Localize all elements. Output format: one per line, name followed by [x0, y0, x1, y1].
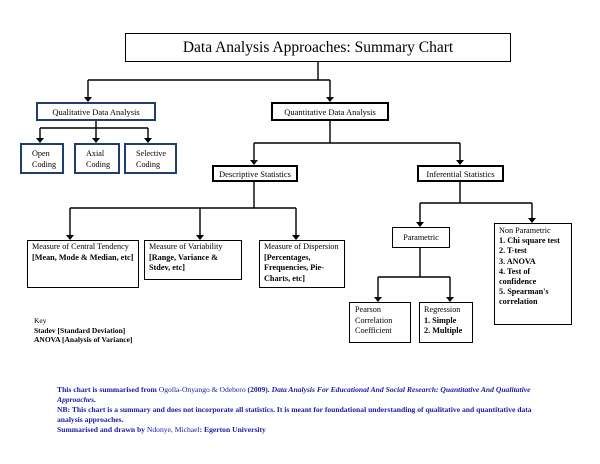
footer-note: This chart is summarised from Ogolla-Ony… — [57, 385, 537, 435]
inferential-box: Inferential Statistics — [417, 165, 504, 182]
footer-source-prefix: This chart is summarised from — [57, 385, 159, 394]
regression-item: 2. Multiple — [424, 326, 463, 335]
arrowhead — [326, 97, 334, 102]
connector-title-branches — [87, 62, 331, 97]
axial-coding-box: Axial Coding — [74, 143, 120, 174]
pearson-label: Pearson Correlation Coefficient — [355, 305, 393, 335]
key-item: ANOVA [Analysis of Variance] — [34, 335, 133, 344]
arrowhead — [92, 138, 100, 143]
qualitative-box: Qualitative Data Analysis — [36, 102, 156, 121]
dispersion-box: Measure of Dispersion [Percentages, Freq… — [259, 240, 345, 288]
arrowhead — [250, 160, 258, 165]
central-tendency-box: Measure of Central Tendency [Mean, Mode … — [27, 240, 139, 288]
arrowhead — [84, 97, 92, 102]
footer-source-authors: Ogolla-Onyango & Odebero — [158, 385, 246, 394]
dispersion-name: Measure of Dispersion — [264, 242, 339, 251]
connector-descriptive-measures — [69, 182, 297, 235]
parametric-label: Parametric — [403, 233, 439, 242]
key-title: Key — [34, 316, 47, 325]
central-tendency-items: [Mean, Mode & Median, etc] — [32, 252, 134, 262]
pearson-box: Pearson Correlation Coefficient — [349, 302, 411, 343]
arrowhead — [416, 222, 424, 227]
connector-qual-subitems — [39, 121, 149, 138]
variability-items: [Range, Variance & Stdev, etc] — [149, 252, 218, 273]
footer-nb: NB: This chart is a summary and does not… — [57, 405, 532, 424]
footer-credit-name: Ndonye, Michael — [146, 425, 200, 434]
dispersion-items: [Percentages, Frequencies, Pie-Charts, e… — [264, 252, 324, 283]
arrowhead — [446, 297, 454, 302]
parametric-box: Parametric — [392, 227, 450, 248]
footer-credit-university: : Egerton University — [199, 425, 266, 434]
key-legend: Key Stadev [Standard Deviation] ANOVA [A… — [34, 316, 132, 345]
nonparametric-item: 5. Spearman's correlation — [499, 287, 549, 307]
arrowhead — [66, 235, 74, 240]
descriptive-label: Descriptive Statistics — [218, 168, 291, 179]
nonparametric-item: 1. Chi square test — [499, 236, 560, 246]
nonparametric-name: Non Parametric — [499, 226, 551, 235]
axial-coding-label: Axial Coding — [86, 149, 111, 169]
variability-name: Measure of Variability — [149, 242, 223, 251]
inferential-label: Inferential Statistics — [426, 168, 495, 179]
nonparametric-item: 4. Test of confidence — [499, 266, 537, 287]
footer-credit: Summarised and drawn by Ndonye, Michael:… — [57, 425, 537, 435]
selective-coding-box: Selective Coding — [124, 143, 177, 174]
arrowhead — [36, 138, 44, 143]
central-tendency-name: Measure of Central Tendency — [32, 242, 129, 251]
arrowhead — [196, 235, 204, 240]
connector-inferential-branches — [419, 182, 533, 222]
arrowhead — [292, 235, 300, 240]
footer-credit-prefix: Summarised and drawn by — [57, 425, 147, 434]
regression-item: 1. Simple — [424, 315, 457, 325]
open-coding-label: Open Coding — [32, 149, 57, 169]
arrowhead — [374, 297, 382, 302]
arrowhead — [144, 138, 152, 143]
variability-box: Measure of Variability [Range, Variance … — [144, 240, 242, 280]
qualitative-label: Qualitative Data Analysis — [52, 106, 140, 117]
arrowhead — [456, 160, 464, 165]
regression-name: Regression — [424, 305, 461, 314]
key-item: Stadev [Standard Deviation] — [34, 325, 126, 335]
footer-source-year: (2009). — [245, 385, 272, 394]
descriptive-box: Descriptive Statistics — [212, 165, 298, 182]
nonparametric-item: 3. ANOVA — [499, 256, 536, 266]
chart-title-box: Data Analysis Approaches: Summary Chart — [125, 33, 511, 62]
arrowhead — [528, 218, 536, 223]
footer-source: This chart is summarised from Ogolla-Ony… — [57, 385, 537, 405]
nonparametric-item: 2. T-test — [499, 246, 527, 256]
connector-quant-branches — [253, 121, 461, 160]
selective-coding-label: Selective Coding — [136, 149, 167, 169]
regression-box: Regression 1. Simple 2. Multiple — [419, 302, 473, 343]
footer-source-book: Data Analysis For Educational And Social… — [57, 385, 531, 404]
quantitative-label: Quantitative Data Analysis — [284, 106, 376, 117]
connector-parametric-branches — [377, 248, 451, 297]
quantitative-box: Quantitative Data Analysis — [271, 102, 389, 121]
chart-title: Data Analysis Approaches: Summary Chart — [182, 38, 454, 56]
nonparametric-box: Non Parametric 1. Chi square test 2. T-t… — [494, 223, 572, 325]
open-coding-box: Open Coding — [20, 143, 64, 174]
